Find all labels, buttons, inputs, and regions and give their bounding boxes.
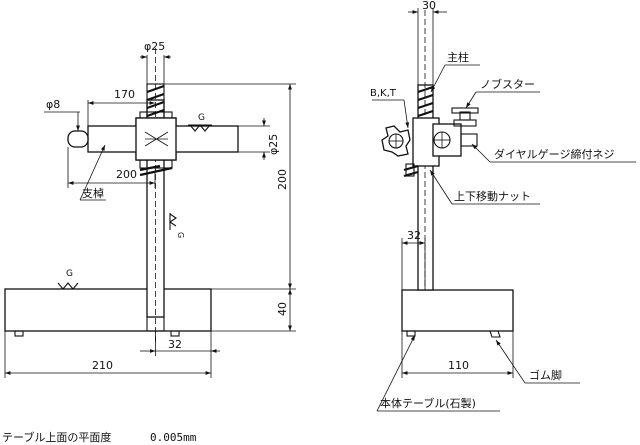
front-post-flatness-symbol: G [169, 213, 185, 238]
front-arm-tip [67, 130, 89, 148]
front-view: G G G φ25 170 [4, 40, 296, 378]
label-bkt-group: B,K,T [370, 88, 410, 129]
label-dial-screw: ダイヤルゲージ締付ネジ [494, 147, 614, 161]
dim-post-offset: 32 [140, 331, 220, 356]
side-dial-clamp [432, 107, 479, 157]
spec-label: テーブル上面の平面度 [2, 430, 111, 444]
dim-arm-reach-label: 200 [116, 168, 137, 181]
dim-arm-tip-diameter: φ8 [44, 98, 80, 131]
spec-value: 0.005mm [150, 431, 197, 444]
front-arm-flatness-label: G [198, 113, 205, 123]
dim-height-label: 200 [276, 169, 289, 190]
dim-arm-offset: 170 [87, 88, 155, 126]
label-rubber-foot-group: ゴム脚 [495, 339, 580, 384]
side-view: 30 32 110 B,K,T 主柱 [370, 0, 636, 412]
dim-base-thickness-label: 40 [276, 302, 289, 316]
label-bkt: B,K,T [370, 88, 397, 99]
dim-arm-diameter: φ25 [238, 118, 280, 160]
dim-height: 200 [164, 83, 296, 290]
dim-side-post-offset: 32 [401, 229, 426, 290]
dim-side-base-width: 110 [401, 331, 514, 378]
label-knob-stud-group: ノブスター [465, 77, 540, 109]
side-base-table [401, 289, 514, 332]
side-post-thread [417, 85, 434, 118]
side-nut-hatch [403, 164, 419, 178]
side-foot-right [489, 330, 501, 338]
dim-base-width-label: 210 [92, 359, 113, 372]
side-knob-star [381, 125, 411, 157]
dim-side-post-offset-label: 32 [407, 229, 421, 242]
dim-arm-tip-diameter-label: φ8 [46, 98, 60, 111]
label-knob-stud: ノブスター [480, 77, 535, 91]
dim-side-base-width-label: 110 [448, 359, 469, 372]
front-nut-hatch [139, 164, 173, 177]
front-arm-leader: 支棹 [79, 144, 106, 201]
label-table: 本体テーブル(石製) [380, 396, 476, 410]
front-foot-right [170, 330, 180, 337]
spec-note: テーブル上面の平面度 0.005mm [2, 430, 197, 444]
front-base-flatness-label: G [66, 269, 73, 279]
front-base-table [4, 288, 212, 332]
label-nut: 上下移動ナット [454, 189, 531, 203]
label-post-group: 主柱 [430, 50, 480, 93]
label-post: 主柱 [447, 50, 469, 64]
dim-post-diameter: φ25 [140, 40, 171, 84]
dim-base-thickness: 40 [211, 289, 296, 332]
dim-base-width: 210 [4, 331, 212, 378]
front-foot-left [14, 330, 24, 337]
front-post-flatness-label: G [176, 232, 185, 238]
dim-side-post-width: 30 [408, 0, 447, 85]
label-nut-group: 上下移動ナット [429, 169, 540, 205]
label-table-group: 本体テーブル(石製) [376, 334, 500, 412]
dim-arm-diameter-label: φ25 [267, 134, 280, 155]
front-post-thread [146, 84, 165, 118]
front-arm-flatness-symbol: G [188, 113, 212, 132]
dim-arm-offset-label: 170 [114, 88, 135, 101]
side-foot-left [406, 330, 416, 337]
label-rubber-foot: ゴム脚 [529, 368, 562, 382]
front-arm-label: 支棹 [82, 186, 104, 200]
dim-arm-reach: 200 [67, 147, 156, 188]
dim-post-offset-label: 32 [168, 338, 182, 351]
dim-side-post-width-label: 30 [422, 0, 436, 12]
dim-post-diameter-label: φ25 [144, 40, 165, 53]
label-dial-screw-group: ダイヤルゲージ締付ネジ [471, 143, 636, 163]
front-base-flatness-symbol: G [55, 269, 82, 290]
